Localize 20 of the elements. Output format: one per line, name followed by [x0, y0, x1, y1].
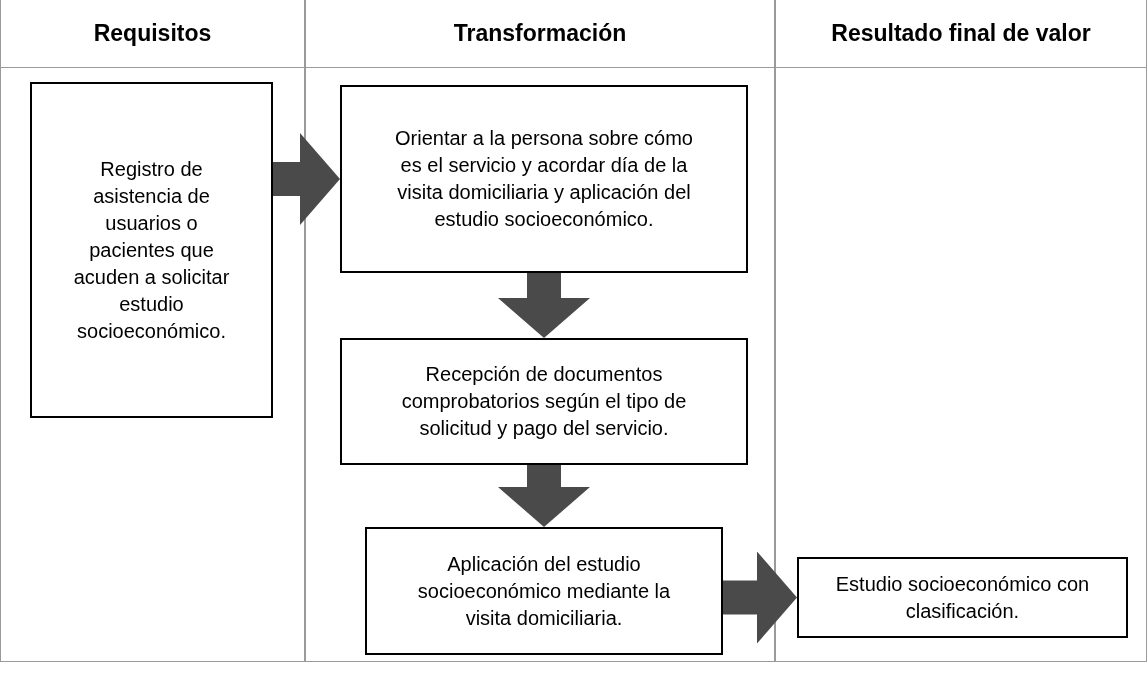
column-heading: Resultado final de valor	[831, 19, 1091, 49]
process-box	[30, 82, 273, 418]
process-text: Registro de asistencia de usuarios o pacientes que acuden a solicitar estudio socioeconómico.	[72, 156, 231, 344]
process-box	[365, 527, 723, 655]
swimlane-column	[305, 0, 775, 662]
process-box	[340, 338, 748, 465]
swimlane-column	[775, 0, 1147, 662]
column-heading: Requisitos	[93, 19, 212, 49]
process-text: Aplicación del estudio socioeconómico mediante la visita domiciliaria.	[416, 551, 672, 631]
block-arrow	[498, 273, 590, 338]
column-heading: Transformación	[453, 19, 627, 49]
process-box	[797, 557, 1128, 638]
process-text: Recepción de documentos comprobatorios según el tipo de solicitud y pago del servicio.	[400, 362, 688, 441]
process-text: Estudio socioeconómico con clasificación.	[834, 571, 1091, 624]
process-box	[340, 85, 748, 273]
swimlane-column	[0, 0, 305, 662]
process-text: Orientar a la persona sobre cómo es el servicio y acordar día de la visita domiciliaria y aplicación del estudio socioeconómico.	[394, 126, 694, 232]
block-arrow	[498, 465, 590, 527]
block-arrow	[723, 551, 797, 644]
block-arrow	[273, 133, 340, 225]
